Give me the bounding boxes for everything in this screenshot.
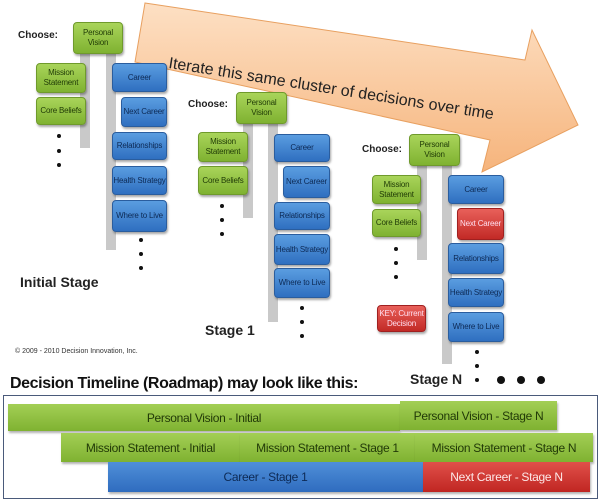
mission-statement-box: Mission Statement [198, 132, 248, 162]
ellipsis-dot [394, 247, 398, 251]
stage-label: Stage N [410, 371, 463, 387]
ellipsis-dot [497, 376, 505, 384]
core-beliefs-box: Core Beliefs [198, 166, 248, 195]
ellipsis-dot [475, 378, 479, 382]
ellipsis-dot [57, 149, 61, 153]
where-to-live-box: Where to Live [448, 312, 504, 342]
timeline-title: Decision Timeline (Roadmap) may look lik… [10, 375, 359, 392]
next-career-box: Next Career [121, 97, 167, 127]
timeline-mission-statement-stage-n: Mission Statement - Stage N [415, 433, 593, 462]
core-beliefs-box: Core Beliefs [372, 209, 421, 237]
choose-label: Choose: [362, 144, 402, 155]
personal-vision-box: Personal Vision [409, 134, 460, 166]
timeline-career-stage-1: Career - Stage 1 [108, 462, 423, 492]
core-beliefs-box: Core Beliefs [36, 97, 86, 125]
ellipsis-dot [139, 266, 143, 270]
next-career-box: Next Career [283, 166, 330, 198]
key-current-decision: KEY: Current Decision [377, 305, 426, 332]
ellipsis-dot [220, 232, 224, 236]
ellipsis-dot [517, 376, 525, 384]
relationships-box: Relationships [448, 243, 504, 274]
ellipsis-dot [139, 238, 143, 242]
ellipsis-dot [537, 376, 545, 384]
ellipsis-dot [300, 334, 304, 338]
timeline-personal-vision-initial: Personal Vision - Initial [8, 404, 400, 431]
career-box: Career [274, 134, 330, 162]
relationships-box: Relationships [274, 202, 330, 230]
ellipsis-dot [220, 218, 224, 222]
where-to-live-box: Where to Live [112, 200, 167, 232]
timeline-mission-statement-initial: Mission Statement - Initial [61, 433, 240, 462]
timeline-frame [3, 395, 598, 499]
connector-bar [268, 122, 278, 322]
where-to-live-box: Where to Live [274, 268, 330, 298]
ellipsis-dot [220, 204, 224, 208]
timeline-mission-statement-stage-1: Mission Statement - Stage 1 [240, 433, 415, 462]
choose-label: Choose: [18, 30, 58, 41]
health-strategy-box: Health Strategy [448, 278, 504, 307]
stage-label: Initial Stage [20, 274, 99, 290]
ellipsis-dot [57, 134, 61, 138]
choose-label: Choose: [188, 99, 228, 110]
next-career-box-current: Next Career [457, 208, 504, 240]
mission-statement-box: Mission Statement [36, 63, 86, 93]
ellipsis-dot [139, 252, 143, 256]
copyright: © 2009 - 2010 Decision Innovation, Inc. [15, 348, 138, 355]
personal-vision-box: Personal Vision [73, 22, 123, 54]
ellipsis-dot [394, 261, 398, 265]
career-box: Career [112, 63, 167, 92]
connector-bar [243, 122, 253, 218]
connector-bar [417, 164, 427, 260]
mission-statement-box: Mission Statement [372, 175, 421, 204]
health-strategy-box: Health Strategy [112, 166, 167, 195]
stage-label: Stage 1 [205, 322, 255, 338]
ellipsis-dot [57, 163, 61, 167]
relationships-box: Relationships [112, 132, 167, 160]
ellipsis-dot [300, 306, 304, 310]
ellipsis-dot [475, 350, 479, 354]
ellipsis-dot [475, 364, 479, 368]
health-strategy-box: Health Strategy [274, 234, 330, 265]
timeline-personal-vision-stage-n: Personal Vision - Stage N [400, 401, 557, 430]
connector-bar [106, 52, 116, 250]
iterate-arrow [134, 2, 579, 173]
ellipsis-dot [300, 320, 304, 324]
career-box: Career [448, 175, 504, 204]
personal-vision-box: Personal Vision [236, 92, 287, 124]
timeline-next-career-stage-n: Next Career - Stage N [423, 462, 590, 492]
ellipsis-dot [394, 275, 398, 279]
connector-bar [442, 164, 452, 364]
